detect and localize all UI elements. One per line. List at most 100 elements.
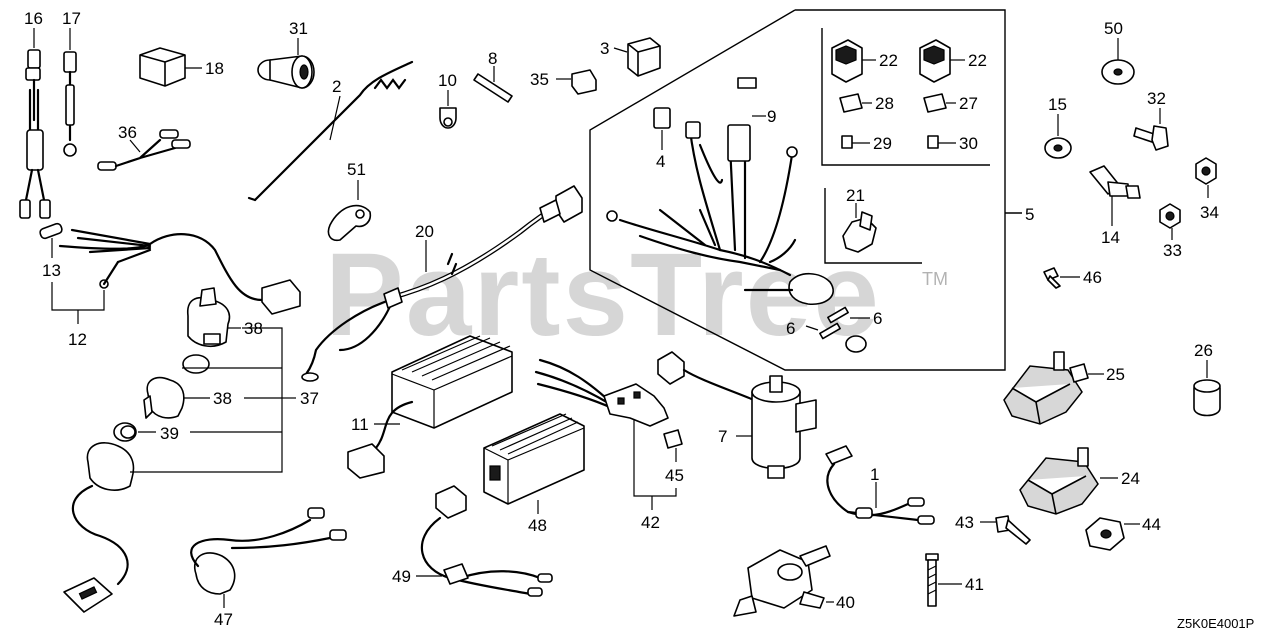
callout-8: 8 — [488, 49, 497, 68]
part-14-fitting[interactable] — [1089, 165, 1141, 226]
callout-10: 10 — [438, 71, 457, 90]
callout-38b: 38 — [213, 389, 232, 408]
callout-42: 42 — [641, 513, 660, 532]
part-5-group-frame — [589, 9, 1022, 371]
diagram-code: Z5K0E4001P — [1177, 616, 1254, 631]
part-15-washer[interactable] — [1044, 114, 1072, 159]
part-27-label[interactable] — [923, 93, 956, 113]
callout-48: 48 — [528, 516, 547, 535]
part-37-switch-assembly[interactable] — [63, 327, 296, 613]
callout-21: 21 — [846, 186, 865, 205]
part-24-mount[interactable] — [1019, 447, 1118, 515]
callout-13: 13 — [42, 261, 61, 280]
callout-22b: 22 — [968, 51, 987, 70]
part-44-fitting[interactable] — [1085, 517, 1140, 551]
part-32-bolt[interactable] — [1133, 108, 1169, 151]
callout-36: 36 — [118, 123, 137, 142]
callout-28: 28 — [875, 94, 894, 113]
callout-18: 18 — [205, 59, 224, 78]
callout-12: 12 — [68, 330, 87, 349]
part-o-ring[interactable] — [182, 354, 210, 374]
callout-44: 44 — [1142, 515, 1161, 534]
part-47-sensor[interactable] — [190, 507, 347, 608]
callout-20: 20 — [415, 222, 434, 241]
part-20-harness[interactable] — [301, 185, 583, 382]
callout-15: 15 — [1048, 95, 1067, 114]
part-18-rectifier[interactable] — [139, 47, 202, 87]
part-1-sensor[interactable] — [825, 445, 935, 525]
part-43-bolt[interactable] — [980, 515, 1031, 545]
callout-32: 32 — [1147, 89, 1166, 108]
callout-6a: 6 — [873, 309, 882, 328]
part-8-band[interactable] — [473, 66, 513, 103]
part-16-lead[interactable] — [19, 28, 51, 219]
part-26-cap[interactable] — [1193, 360, 1221, 417]
part-28-label[interactable] — [839, 93, 872, 113]
callout-41: 41 — [965, 575, 984, 594]
part-33-nut[interactable] — [1159, 203, 1181, 240]
callout-3: 3 — [600, 39, 609, 58]
callout-31: 31 — [289, 19, 308, 38]
part-22-fuse-holder-b[interactable] — [919, 39, 965, 83]
part-2-cable[interactable] — [247, 60, 414, 202]
callout-45: 45 — [665, 466, 684, 485]
callout-30: 30 — [959, 134, 978, 153]
part-6-terminals[interactable] — [805, 306, 870, 353]
part-31-switch[interactable] — [257, 38, 315, 89]
watermark-trademark: TM — [922, 269, 948, 289]
part-45-fuse[interactable] — [663, 429, 683, 462]
part-38-knob[interactable] — [143, 376, 210, 419]
part-50-washer[interactable] — [1101, 38, 1135, 85]
part-30-fuse[interactable] — [927, 135, 956, 149]
callout-6b: 6 — [786, 319, 795, 338]
part-42-sub-harness[interactable] — [534, 358, 677, 510]
callout-5: 5 — [1025, 205, 1034, 224]
part-3-relay[interactable] — [613, 37, 661, 77]
part-10-clamp[interactable] — [439, 90, 457, 129]
callout-4: 4 — [656, 152, 665, 171]
part-34-nut[interactable] — [1195, 157, 1217, 198]
callout-25: 25 — [1106, 365, 1125, 384]
callout-17: 17 — [62, 9, 81, 28]
part-29-fuse[interactable] — [841, 135, 870, 149]
callout-51: 51 — [347, 160, 366, 179]
part-49-lead[interactable] — [416, 485, 553, 597]
callout-9: 9 — [767, 107, 776, 126]
part-7-solenoid[interactable] — [657, 351, 817, 479]
callout-40: 40 — [836, 593, 855, 612]
part-11-regulator[interactable] — [347, 335, 513, 479]
part-22-fuse-holder-a[interactable] — [831, 39, 876, 83]
callout-29: 29 — [873, 134, 892, 153]
callout-50: 50 — [1104, 19, 1123, 38]
part-39-ring[interactable] — [113, 422, 156, 442]
callout-49: 49 — [392, 567, 411, 586]
callout-43: 43 — [955, 513, 974, 532]
callout-37: 37 — [300, 389, 319, 408]
part-5-main-harness[interactable] — [606, 77, 834, 306]
callout-22a: 22 — [879, 51, 898, 70]
callout-26: 26 — [1194, 341, 1213, 360]
callout-7: 7 — [718, 427, 727, 446]
part-48-regulator[interactable] — [483, 413, 585, 514]
part-13-sleeve[interactable] — [39, 222, 63, 258]
part-35-clip[interactable] — [556, 69, 597, 95]
callout-27: 27 — [959, 94, 978, 113]
part-17-lead[interactable] — [63, 28, 77, 157]
callout-24: 24 — [1121, 469, 1140, 488]
part-36-lead[interactable] — [97, 129, 191, 171]
callout-2: 2 — [332, 77, 341, 96]
part-12-sub-harness[interactable] — [51, 228, 301, 324]
callout-14: 14 — [1101, 228, 1120, 247]
callout-33: 33 — [1163, 241, 1182, 260]
callout-47: 47 — [214, 610, 233, 629]
part-38-rubber-grommet[interactable] — [187, 287, 241, 348]
callout-39: 39 — [160, 424, 179, 443]
part-51-clamp[interactable] — [327, 180, 372, 242]
callout-46: 46 — [1083, 268, 1102, 287]
part-41-bolt[interactable] — [925, 553, 962, 607]
part-40-valve[interactable] — [733, 545, 834, 617]
part-25-mount[interactable] — [1003, 351, 1104, 425]
part-21-key[interactable] — [842, 203, 877, 253]
part-46-screw[interactable] — [1043, 267, 1080, 289]
